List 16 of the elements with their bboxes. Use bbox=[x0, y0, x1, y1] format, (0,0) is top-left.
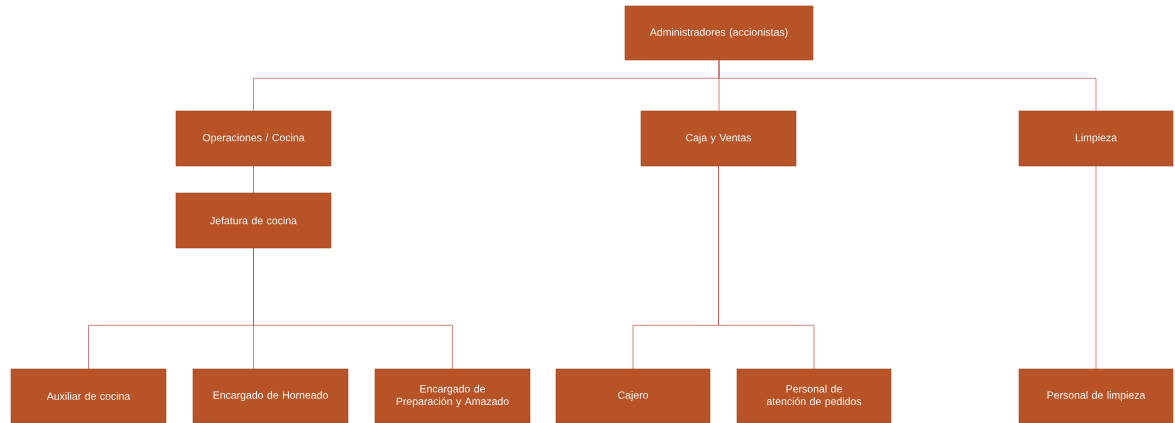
connector-line bbox=[253, 247, 453, 370]
org-box: Caja y Ventas bbox=[640, 110, 797, 167]
org-box: Cajero bbox=[555, 368, 711, 423]
org-box: Personal de limpieza bbox=[1018, 368, 1174, 423]
connector-line bbox=[253, 165, 254, 194]
org-box: Encargado de Horneado bbox=[192, 368, 349, 423]
org-box: Personal de atención de pedidos bbox=[736, 368, 892, 423]
org-box: Auxiliar de cocina bbox=[10, 368, 167, 423]
org-box: Operaciones / Cocina bbox=[175, 110, 332, 167]
connector-line bbox=[718, 59, 1097, 112]
connector-line bbox=[1095, 165, 1097, 370]
org-box: Jefatura de cocina bbox=[175, 192, 332, 249]
org-box: Administradores (accionistas) bbox=[624, 5, 814, 61]
connector-line bbox=[718, 165, 815, 370]
org-box: Encargado de Preparación y Amazado bbox=[374, 368, 531, 423]
org-box: Limpieza bbox=[1018, 110, 1174, 167]
